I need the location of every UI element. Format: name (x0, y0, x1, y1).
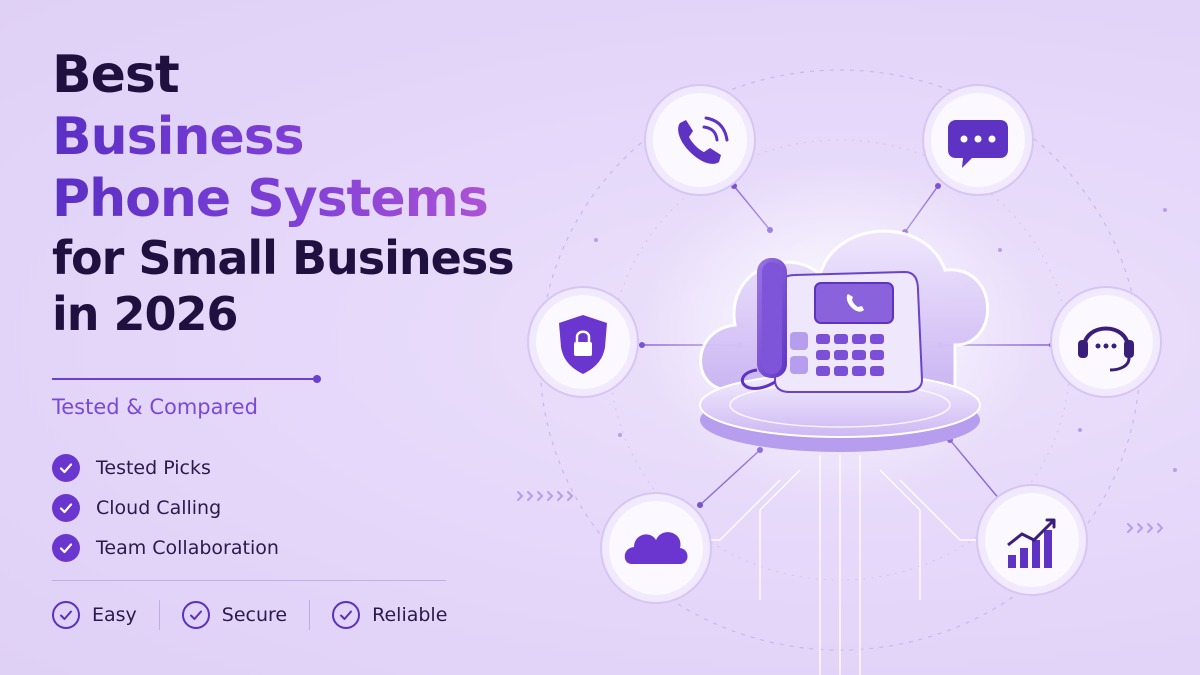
badge-easy: Easy (52, 601, 137, 629)
headline-rule-dot (313, 375, 321, 383)
headline-line-1: Best (52, 45, 180, 105)
headline-line-5: in 2026 (52, 287, 239, 341)
check-outline-icon (52, 601, 80, 629)
badge-label: Reliable (372, 604, 448, 626)
phone-call-icon (644, 84, 756, 196)
headset-icon (1050, 286, 1162, 398)
chat-bubble-icon (922, 84, 1034, 196)
check-icon (52, 534, 80, 562)
headline-rule (52, 378, 318, 380)
feature-list: Tested Picks Cloud Calling Team Collabor… (52, 448, 279, 568)
feature-label: Tested Picks (96, 457, 211, 479)
badge-row: Easy Secure Reliable (52, 600, 447, 630)
headline-line-3: Phone Systems (52, 168, 572, 230)
shield-lock-icon (527, 286, 639, 398)
badge-reliable: Reliable (332, 601, 447, 629)
headline: Best Business Phone Systems for Small Bu… (52, 44, 572, 342)
feature-item: Cloud Calling (52, 488, 279, 528)
cloud-icon (600, 492, 712, 604)
feature-label: Team Collaboration (96, 537, 279, 559)
growth-chart-icon (976, 484, 1088, 596)
check-icon (52, 494, 80, 522)
badge-label: Secure (221, 604, 288, 626)
badge-separator (158, 600, 160, 630)
check-outline-icon (332, 601, 361, 629)
badge-label: Easy (92, 604, 137, 626)
badge-secure: Secure (181, 601, 288, 629)
subtitle: Tested & Compared (52, 395, 258, 419)
check-icon (52, 454, 80, 482)
headline-line-2: Business (52, 106, 572, 168)
headline-line-4: for Small Business (52, 231, 515, 285)
hero-illustration (517, 69, 1177, 675)
feature-item: Team Collaboration (52, 528, 279, 568)
feature-item: Tested Picks (52, 448, 279, 488)
divider (52, 580, 446, 581)
feature-label: Cloud Calling (96, 497, 222, 519)
desk-phone-illustration (740, 258, 924, 393)
badge-separator (309, 600, 311, 630)
check-outline-icon (181, 601, 210, 629)
